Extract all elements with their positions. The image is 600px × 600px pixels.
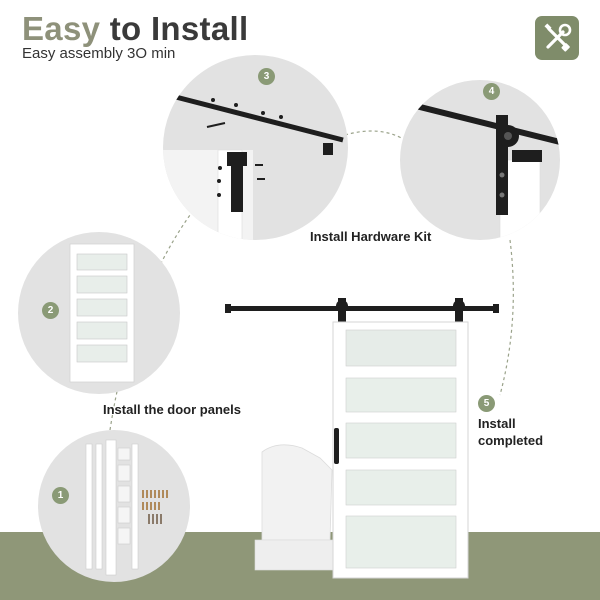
step-badge-3: 3 — [258, 68, 275, 85]
page-subtitle: Easy assembly 3O min — [22, 45, 176, 62]
wrench-screwdriver-icon — [544, 23, 572, 52]
step-badge-1: 1 — [52, 487, 69, 504]
step-4-hanger-circle — [400, 80, 560, 240]
couch-cushion — [261, 444, 333, 541]
step-badge-5: 5 — [478, 395, 495, 412]
tools-badge — [535, 16, 579, 60]
label-install-panels: Install the door panels — [103, 402, 241, 417]
label-install-completed-2: completed — [478, 433, 544, 448]
label-install-hardware: Install Hardware Kit — [310, 229, 432, 244]
rail-bracket-illustration — [163, 92, 344, 240]
step-badge-4: 4 — [483, 83, 500, 100]
title-rest: to Install — [109, 10, 249, 47]
door-handle — [334, 428, 339, 464]
title-highlight: Easy — [22, 10, 101, 47]
label-install-completed-1: Install — [478, 416, 516, 431]
door-parts-illustration — [85, 439, 168, 576]
page-title: Easy to Install — [22, 10, 248, 48]
rail — [228, 306, 496, 311]
step-badge-2: 2 — [42, 302, 59, 319]
step-1-parts-circle — [38, 430, 190, 582]
hanger-wheel-illustration — [400, 99, 560, 240]
step-3-hardware-circle — [163, 55, 348, 240]
door-panel-illustration — [69, 243, 135, 383]
